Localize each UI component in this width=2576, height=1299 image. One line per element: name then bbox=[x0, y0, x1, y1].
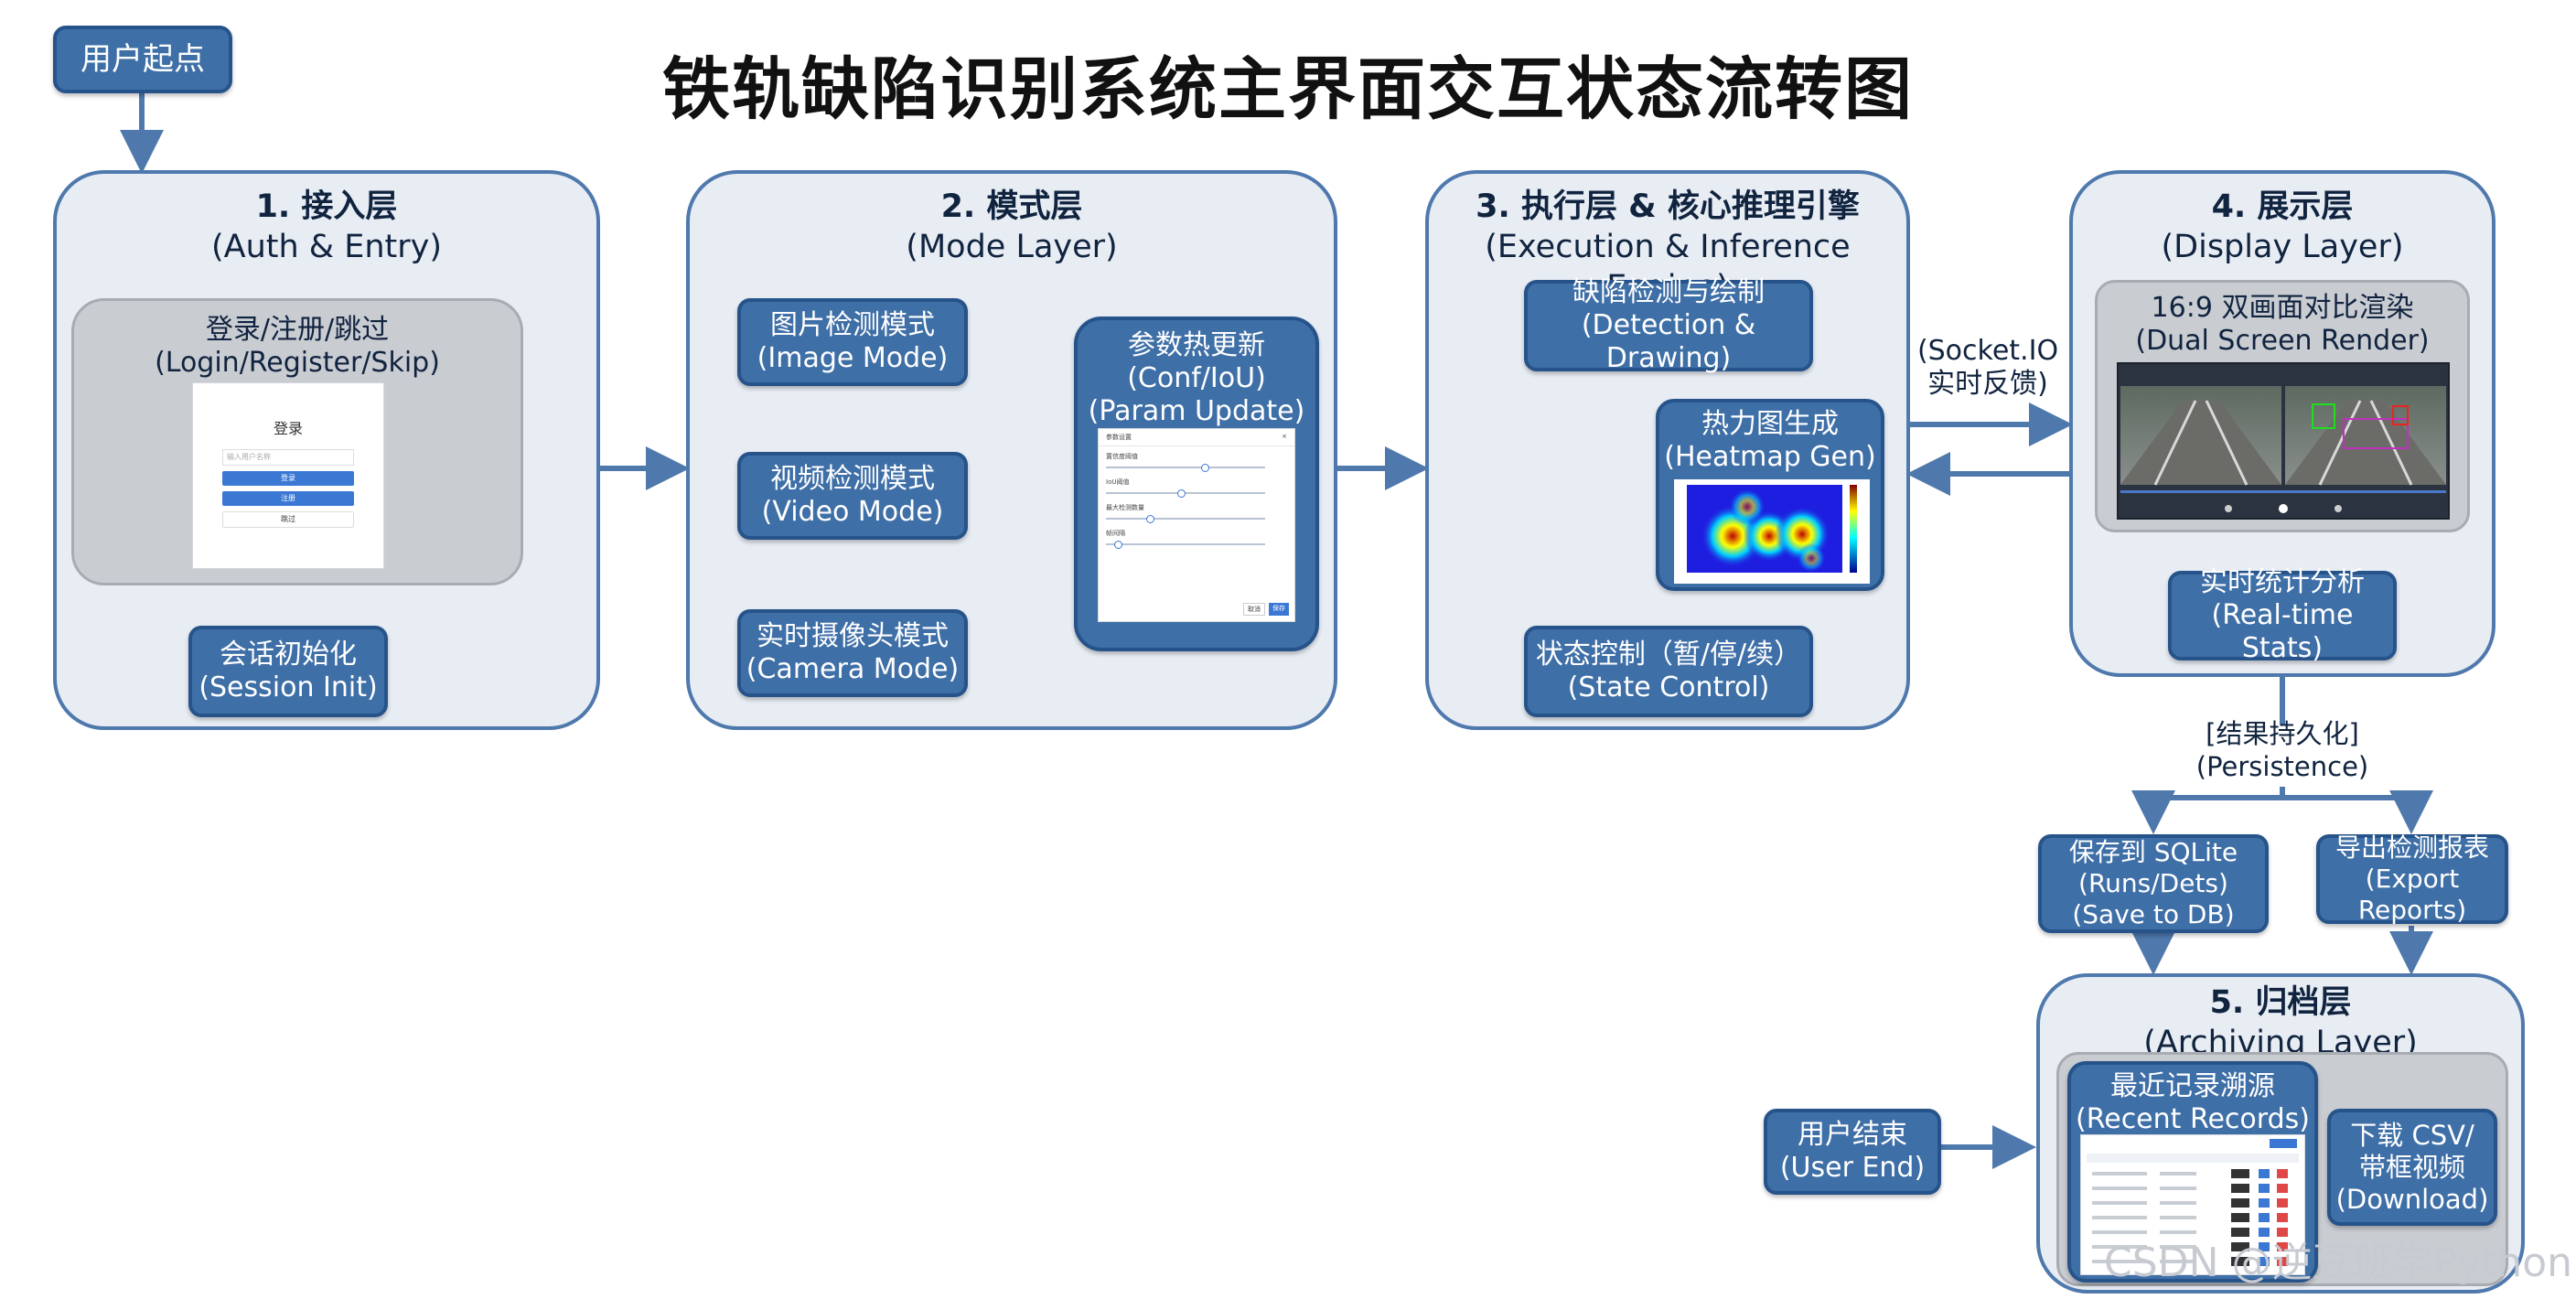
arrow-persist-to-export bbox=[2282, 790, 2433, 834]
state-control-label: 状态控制（暂/停/续） bbox=[1535, 639, 1802, 671]
param-dialog-mockup: 参数设置 × 置信度阈值 IoU阈值 最大检测数量 帧间隔 取消 保存 bbox=[1098, 428, 1295, 622]
download-node[interactable]: 下载 CSV/ 带框视频 (Download) bbox=[2327, 1109, 2497, 1226]
skip-button[interactable]: 跳过 bbox=[222, 511, 354, 528]
exec-layer-title: 3. 执行层 & 核心推理引擎 bbox=[1476, 188, 1860, 225]
dual-screen-mockup bbox=[2117, 362, 2450, 520]
param-update-label: 参数热更新 bbox=[1128, 329, 1265, 361]
display-layer-title: 4. 展示层 bbox=[2211, 188, 2354, 225]
realtime-stats-label: 实时统计分析 bbox=[2200, 566, 2365, 598]
auth-layer-subtitle: (Auth & Entry) bbox=[210, 229, 442, 265]
param-dialog-heading: 参数设置 bbox=[1106, 434, 1132, 441]
login-subtitle: (Login/Register/Skip) bbox=[155, 347, 440, 379]
param-cancel-button[interactable]: 取消 bbox=[1243, 603, 1265, 616]
user-end-label: 用户结束 bbox=[1798, 1119, 1907, 1151]
recent-records-sublabel: (Recent Records) bbox=[2076, 1103, 2310, 1135]
camera-mode-label: 实时摄像头模式 bbox=[757, 620, 949, 652]
param-save-button[interactable]: 保存 bbox=[1269, 603, 1289, 616]
export-reports-node[interactable]: 导出检测报表 (Export Reports) bbox=[2316, 832, 2508, 925]
detection-label: 缺陷检测与绘制 bbox=[1572, 276, 1765, 308]
export-reports-label: 导出检测报表 bbox=[2334, 832, 2489, 863]
dual-screen-graphic bbox=[2120, 386, 2446, 513]
user-start-label: 用户起点 bbox=[80, 41, 205, 78]
realtime-stats-node[interactable]: 实时统计分析 (Real-time Stats) bbox=[2168, 566, 2397, 664]
login-submit-button[interactable]: 登录 bbox=[222, 471, 354, 486]
user-end-sublabel: (User End) bbox=[1779, 1152, 1926, 1184]
camera-mode-node[interactable]: 实时摄像头模式 (Camera Mode) bbox=[737, 609, 968, 697]
realtime-stats-sublabel: (Real-time Stats) bbox=[2211, 599, 2354, 664]
max-det-slider[interactable] bbox=[1106, 515, 1265, 523]
param-update-sublabel-2: (Param Update) bbox=[1088, 395, 1305, 427]
frame-slider[interactable] bbox=[1106, 541, 1265, 549]
image-mode-sublabel: (Image Mode) bbox=[757, 342, 949, 374]
camera-mode-sublabel: (Camera Mode) bbox=[746, 653, 960, 685]
dual-render-label: 16:9 双画面对比渲染 bbox=[2151, 292, 2414, 324]
session-init-node[interactable]: 会话初始化 (Session Init) bbox=[188, 626, 388, 717]
state-control-sublabel: (State Control) bbox=[1567, 671, 1770, 703]
socket-label: (Socket.IO 实时反馈) bbox=[1910, 335, 2066, 401]
socket-label-1: (Socket.IO bbox=[1916, 335, 2059, 367]
arrow-persist-to-db bbox=[2131, 787, 2285, 834]
watermark-text: CSDN @逆豆班学Python bbox=[2104, 1240, 2572, 1286]
save-sqlite-sublabel-2: (Save to DB) bbox=[2072, 899, 2235, 929]
save-sqlite-label: 保存到 SQLite bbox=[2068, 837, 2238, 867]
state-control-node[interactable]: 状态控制（暂/停/续） (State Control) bbox=[1524, 626, 1813, 717]
session-init-label: 会话初始化 bbox=[220, 639, 357, 671]
close-icon[interactable]: × bbox=[1282, 433, 1287, 440]
detection-drawing-node[interactable]: 缺陷检测与绘制 (Detection & Drawing) bbox=[1524, 276, 1813, 374]
dual-render-sublabel: (Dual Screen Render) bbox=[2135, 325, 2430, 357]
login-title: 登录/注册/跳过 bbox=[205, 314, 390, 346]
image-mode-node[interactable]: 图片检测模式 (Image Mode) bbox=[737, 298, 968, 386]
conf-slider[interactable] bbox=[1106, 464, 1265, 472]
records-table-graphic bbox=[2087, 1139, 2299, 1266]
heatmap-label: 热力图生成 bbox=[1701, 408, 1839, 440]
recent-records-label: 最近记录溯源 bbox=[2110, 1070, 2275, 1102]
login-form-heading: 登录 bbox=[273, 420, 303, 437]
session-init-sublabel: (Session Init) bbox=[199, 671, 378, 703]
socket-label-2: 实时反馈) bbox=[1927, 368, 2048, 400]
register-button[interactable]: 注册 bbox=[222, 491, 354, 506]
auth-layer-title: 1. 接入层 bbox=[255, 188, 398, 225]
heatmap-graphic bbox=[1687, 485, 1857, 573]
param-row-conf-label: 置信度阈值 bbox=[1106, 453, 1138, 460]
heatmap-image bbox=[1674, 479, 1870, 584]
download-label-1: 下载 CSV/ bbox=[2350, 1119, 2474, 1151]
param-update-sublabel-1: (Conf/IoU) bbox=[1127, 362, 1266, 394]
image-mode-label: 图片检测模式 bbox=[770, 309, 935, 341]
user-end-node[interactable]: 用户结束 (User End) bbox=[1764, 1109, 1941, 1195]
save-sqlite-sublabel-1: (Runs/Dets) bbox=[2078, 868, 2228, 898]
param-row-frame-label: 帧间隔 bbox=[1106, 530, 1125, 537]
video-mode-node[interactable]: 视频检测模式 (Video Mode) bbox=[737, 452, 968, 540]
heatmap-sublabel: (Heatmap Gen) bbox=[1664, 441, 1876, 473]
persistence-label-2: (Persistence) bbox=[2195, 751, 2369, 782]
mode-layer-title: 2. 模式层 bbox=[940, 188, 1083, 225]
persistence-label: [结果持久化] (Persistence) bbox=[2186, 717, 2378, 783]
export-reports-sublabel: (Export Reports) bbox=[2357, 864, 2467, 925]
save-sqlite-node[interactable]: 保存到 SQLite (Runs/Dets) (Save to DB) bbox=[2038, 834, 2269, 933]
video-mode-sublabel: (Video Mode) bbox=[761, 496, 944, 528]
detection-sublabel: (Detection & Drawing) bbox=[1581, 309, 1756, 374]
video-mode-label: 视频检测模式 bbox=[770, 463, 935, 495]
login-username-input[interactable]: 输入用户名称 bbox=[222, 449, 354, 466]
param-row-iou-label: IoU阈值 bbox=[1106, 478, 1130, 486]
iou-slider[interactable] bbox=[1106, 489, 1265, 498]
records-table-mockup bbox=[2080, 1134, 2305, 1275]
login-form-mockup: 登录 输入用户名称 登录 注册 跳过 bbox=[192, 382, 384, 569]
download-label-2: 带框视频 bbox=[2358, 1151, 2465, 1183]
download-sublabel: (Download) bbox=[2335, 1183, 2489, 1215]
user-start-node[interactable]: 用户起点 bbox=[53, 26, 232, 93]
archive-layer-title: 5. 归档层 bbox=[2209, 984, 2352, 1021]
display-layer-subtitle: (Display Layer) bbox=[2161, 229, 2404, 265]
mode-layer-subtitle: (Mode Layer) bbox=[906, 229, 1118, 265]
param-row-max-label: 最大检测数量 bbox=[1106, 504, 1144, 511]
persistence-label-1: [结果持久化] bbox=[2206, 718, 2359, 749]
page-title: 铁轨缺陷识别系统主界面交互状态流转图 bbox=[662, 50, 1914, 129]
